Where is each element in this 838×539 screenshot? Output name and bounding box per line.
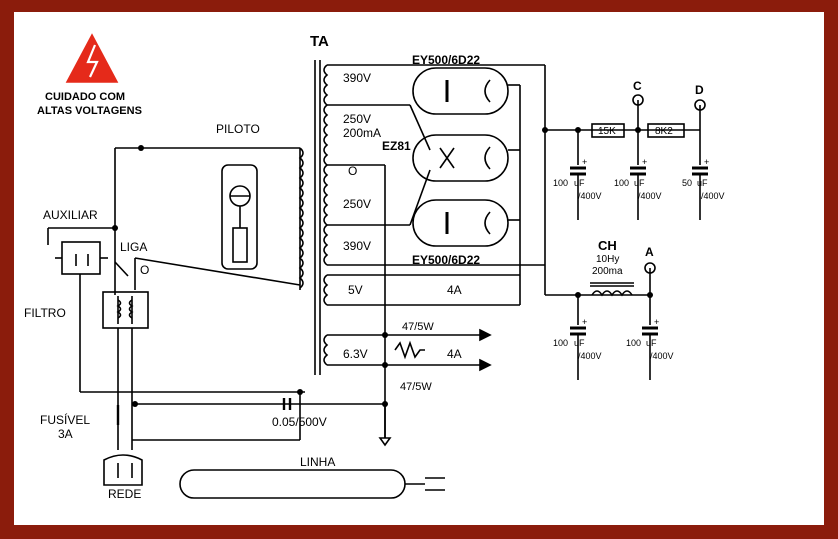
cap1-plus: + [582,157,587,167]
cap5-val: 100 [626,338,641,348]
cap3-unit: uF [697,178,708,188]
resistor-15k [591,123,625,138]
cap1-unit: uF [574,178,585,188]
tap-390-top: 390V [343,71,371,85]
cap4-plus: + [582,317,587,327]
transformer-5v-secondary [323,274,329,306]
cap-ac-label: 0.05/500V [272,415,327,429]
cap1-val: 100 [553,178,568,188]
node-d-label: D [695,83,704,97]
ground-icon [378,437,392,447]
warning-triangle-icon [65,33,119,83]
cap5-v: /400V [650,351,674,361]
cap4-val: 100 [553,338,568,348]
linha-cable [179,469,406,499]
aux-outlet [61,241,101,275]
fusivel-rating: 3A [58,427,73,441]
auxiliar-label: AUXILIAR [43,208,98,222]
cap1-v: /400V [578,191,602,201]
sec-5v-label: 5V [348,283,363,297]
tube-ey500-top [412,67,509,115]
filtro-label: FILTRO [24,306,66,320]
sec-63v-label: 6.3V [343,347,368,361]
r-15k-label: 15K [598,126,616,137]
res-bot-label: 47/5W [400,381,432,393]
ta-label: TA [310,33,329,50]
cap4-v: /400V [578,351,602,361]
node-c-label: C [633,79,642,93]
pilot-lamp [221,164,258,270]
cap5-unit: uF [646,338,657,348]
liga-label: LIGA [120,240,147,254]
cap2-unit: uF [634,178,645,188]
transformer-hv-secondary [323,64,329,266]
sec-5v-current: 4A [447,283,462,297]
filter-box [102,291,149,329]
tube-top-label: EY500/6D22 [412,53,480,67]
cap4-unit: uF [574,338,585,348]
tube-ez81 [412,134,509,182]
ch-label: CH [598,238,617,253]
cap2-plus: + [642,157,647,167]
rede-label: REDE [108,487,141,501]
piloto-label: PILOTO [216,122,260,136]
tube-ey500-bot [412,199,509,247]
res-top-label: 47/5W [402,321,434,333]
cap5-plus: + [654,317,659,327]
liga-switch [114,261,129,277]
switch-o-label: O [140,263,149,277]
cap2-val: 100 [614,178,629,188]
resistor-8k2 [647,123,685,138]
tube-mid-label: EZ81 [382,139,411,153]
node-a-label: A [645,245,654,259]
warning-line1: CUIDADO COM [45,91,125,103]
fusivel-label: FUSÍVEL [40,412,90,427]
cap3-v: /400V [701,191,725,201]
tap-250-top: 250V [343,112,371,126]
linha-label: LINHA [300,455,335,469]
sec-63v-current: 4A [447,347,462,361]
cap3-val: 50 [682,178,692,188]
ch-current: 200ma [592,266,623,277]
warning-line2: ALTAS VOLTAGENS [37,105,142,117]
tap-o: O [348,164,357,178]
cap2-v: /400V [638,191,662,201]
tap-250-bot: 250V [343,197,371,211]
ch-inductance: 10Hy [596,254,619,265]
tube-bot-label: EY500/6D22 [412,253,480,267]
choke-inductor [591,290,633,297]
tap-390-bot: 390V [343,239,371,253]
transformer-63v-secondary [323,334,329,366]
r-8k2-label: 8K2 [655,126,673,137]
cap3-plus: + [704,157,709,167]
tap-200ma: 200mA [343,126,381,140]
rede-plug [103,454,143,486]
